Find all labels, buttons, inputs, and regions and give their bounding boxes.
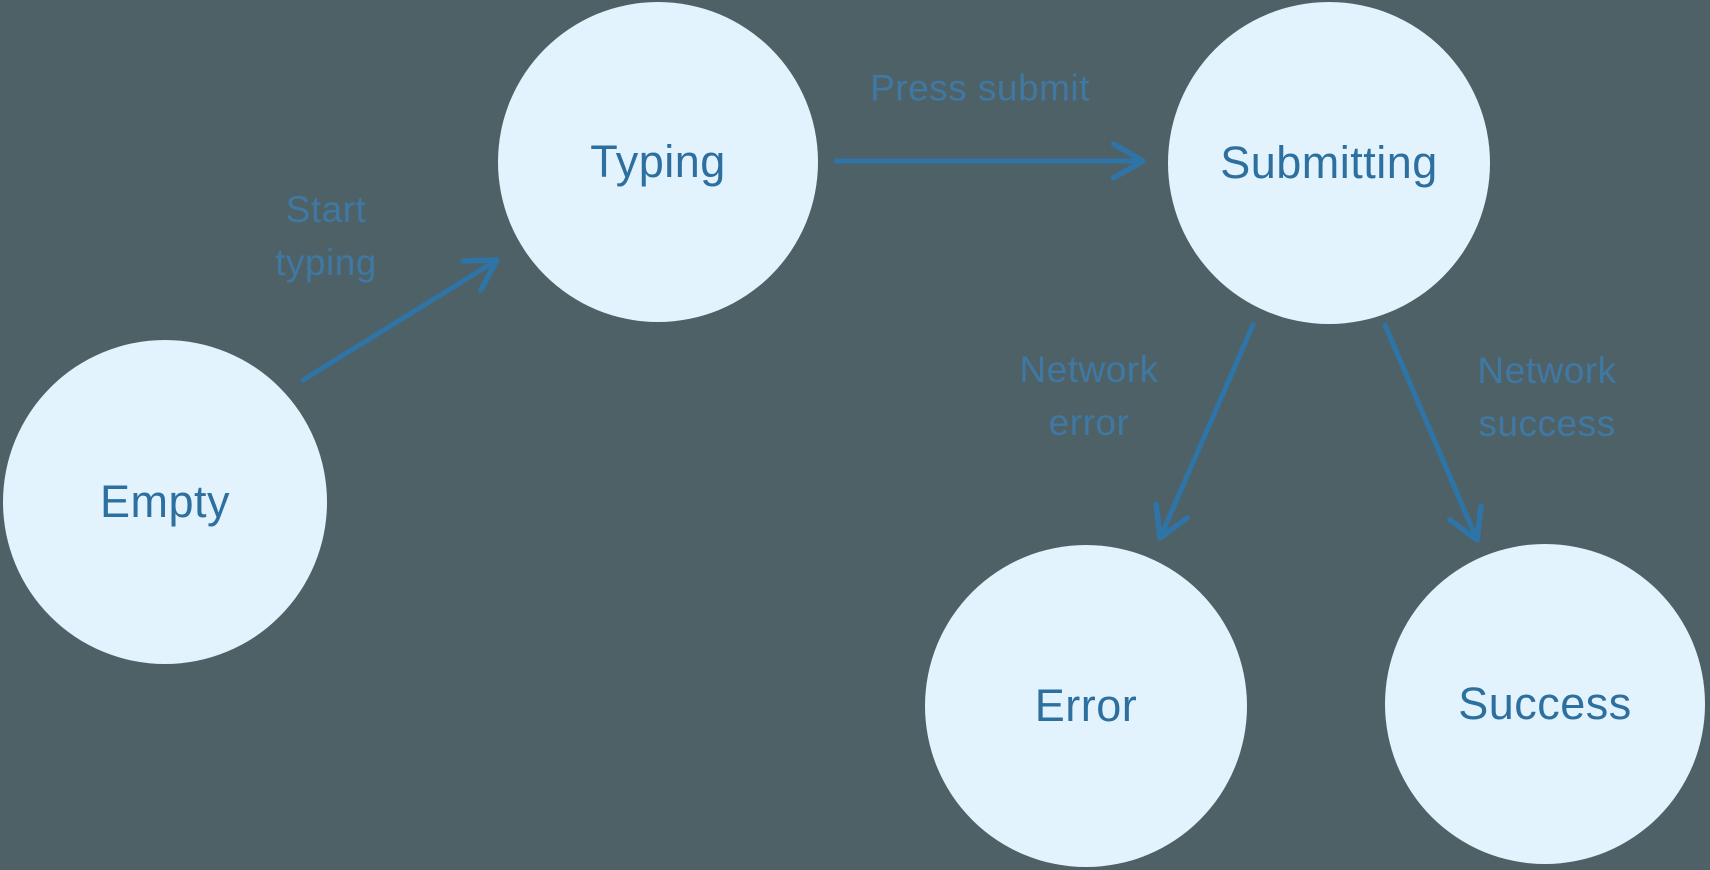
arrowhead-icon [460, 257, 500, 293]
state-node-label-empty: Empty [99, 476, 231, 527]
state-node-label-success: Success [1458, 678, 1632, 729]
edge-label-network-error: Network error [1019, 349, 1159, 443]
state-node-label-typing: Typing [590, 136, 726, 187]
edge-shaft [300, 257, 500, 383]
arrowhead-icon [1447, 503, 1484, 543]
edge-label-start-typing: Start typing [275, 189, 377, 283]
transition-edge-network-error [1153, 322, 1256, 541]
state-node-success: Success [1385, 544, 1705, 864]
state-node-label-submitting: Submitting [1220, 137, 1438, 188]
transition-edge-press-submit [833, 141, 1146, 181]
edge-shaft [1157, 322, 1256, 541]
edge-label-network-success: Network success [1477, 350, 1617, 444]
edge-shaft [1382, 322, 1480, 543]
arrowhead-icon [1110, 141, 1146, 181]
edge-label-press-submit: Press submit [870, 67, 1090, 109]
transition-edge-network-success [1382, 322, 1484, 543]
state-node-empty: Empty [3, 340, 327, 664]
state-node-typing: Typing [498, 2, 818, 322]
state-node-submitting: Submitting [1168, 2, 1490, 324]
arrowhead-icon [1153, 501, 1191, 541]
state-node-label-error: Error [1034, 680, 1138, 731]
transition-edge-start-typing [300, 257, 500, 383]
state-node-error: Error [925, 545, 1247, 867]
